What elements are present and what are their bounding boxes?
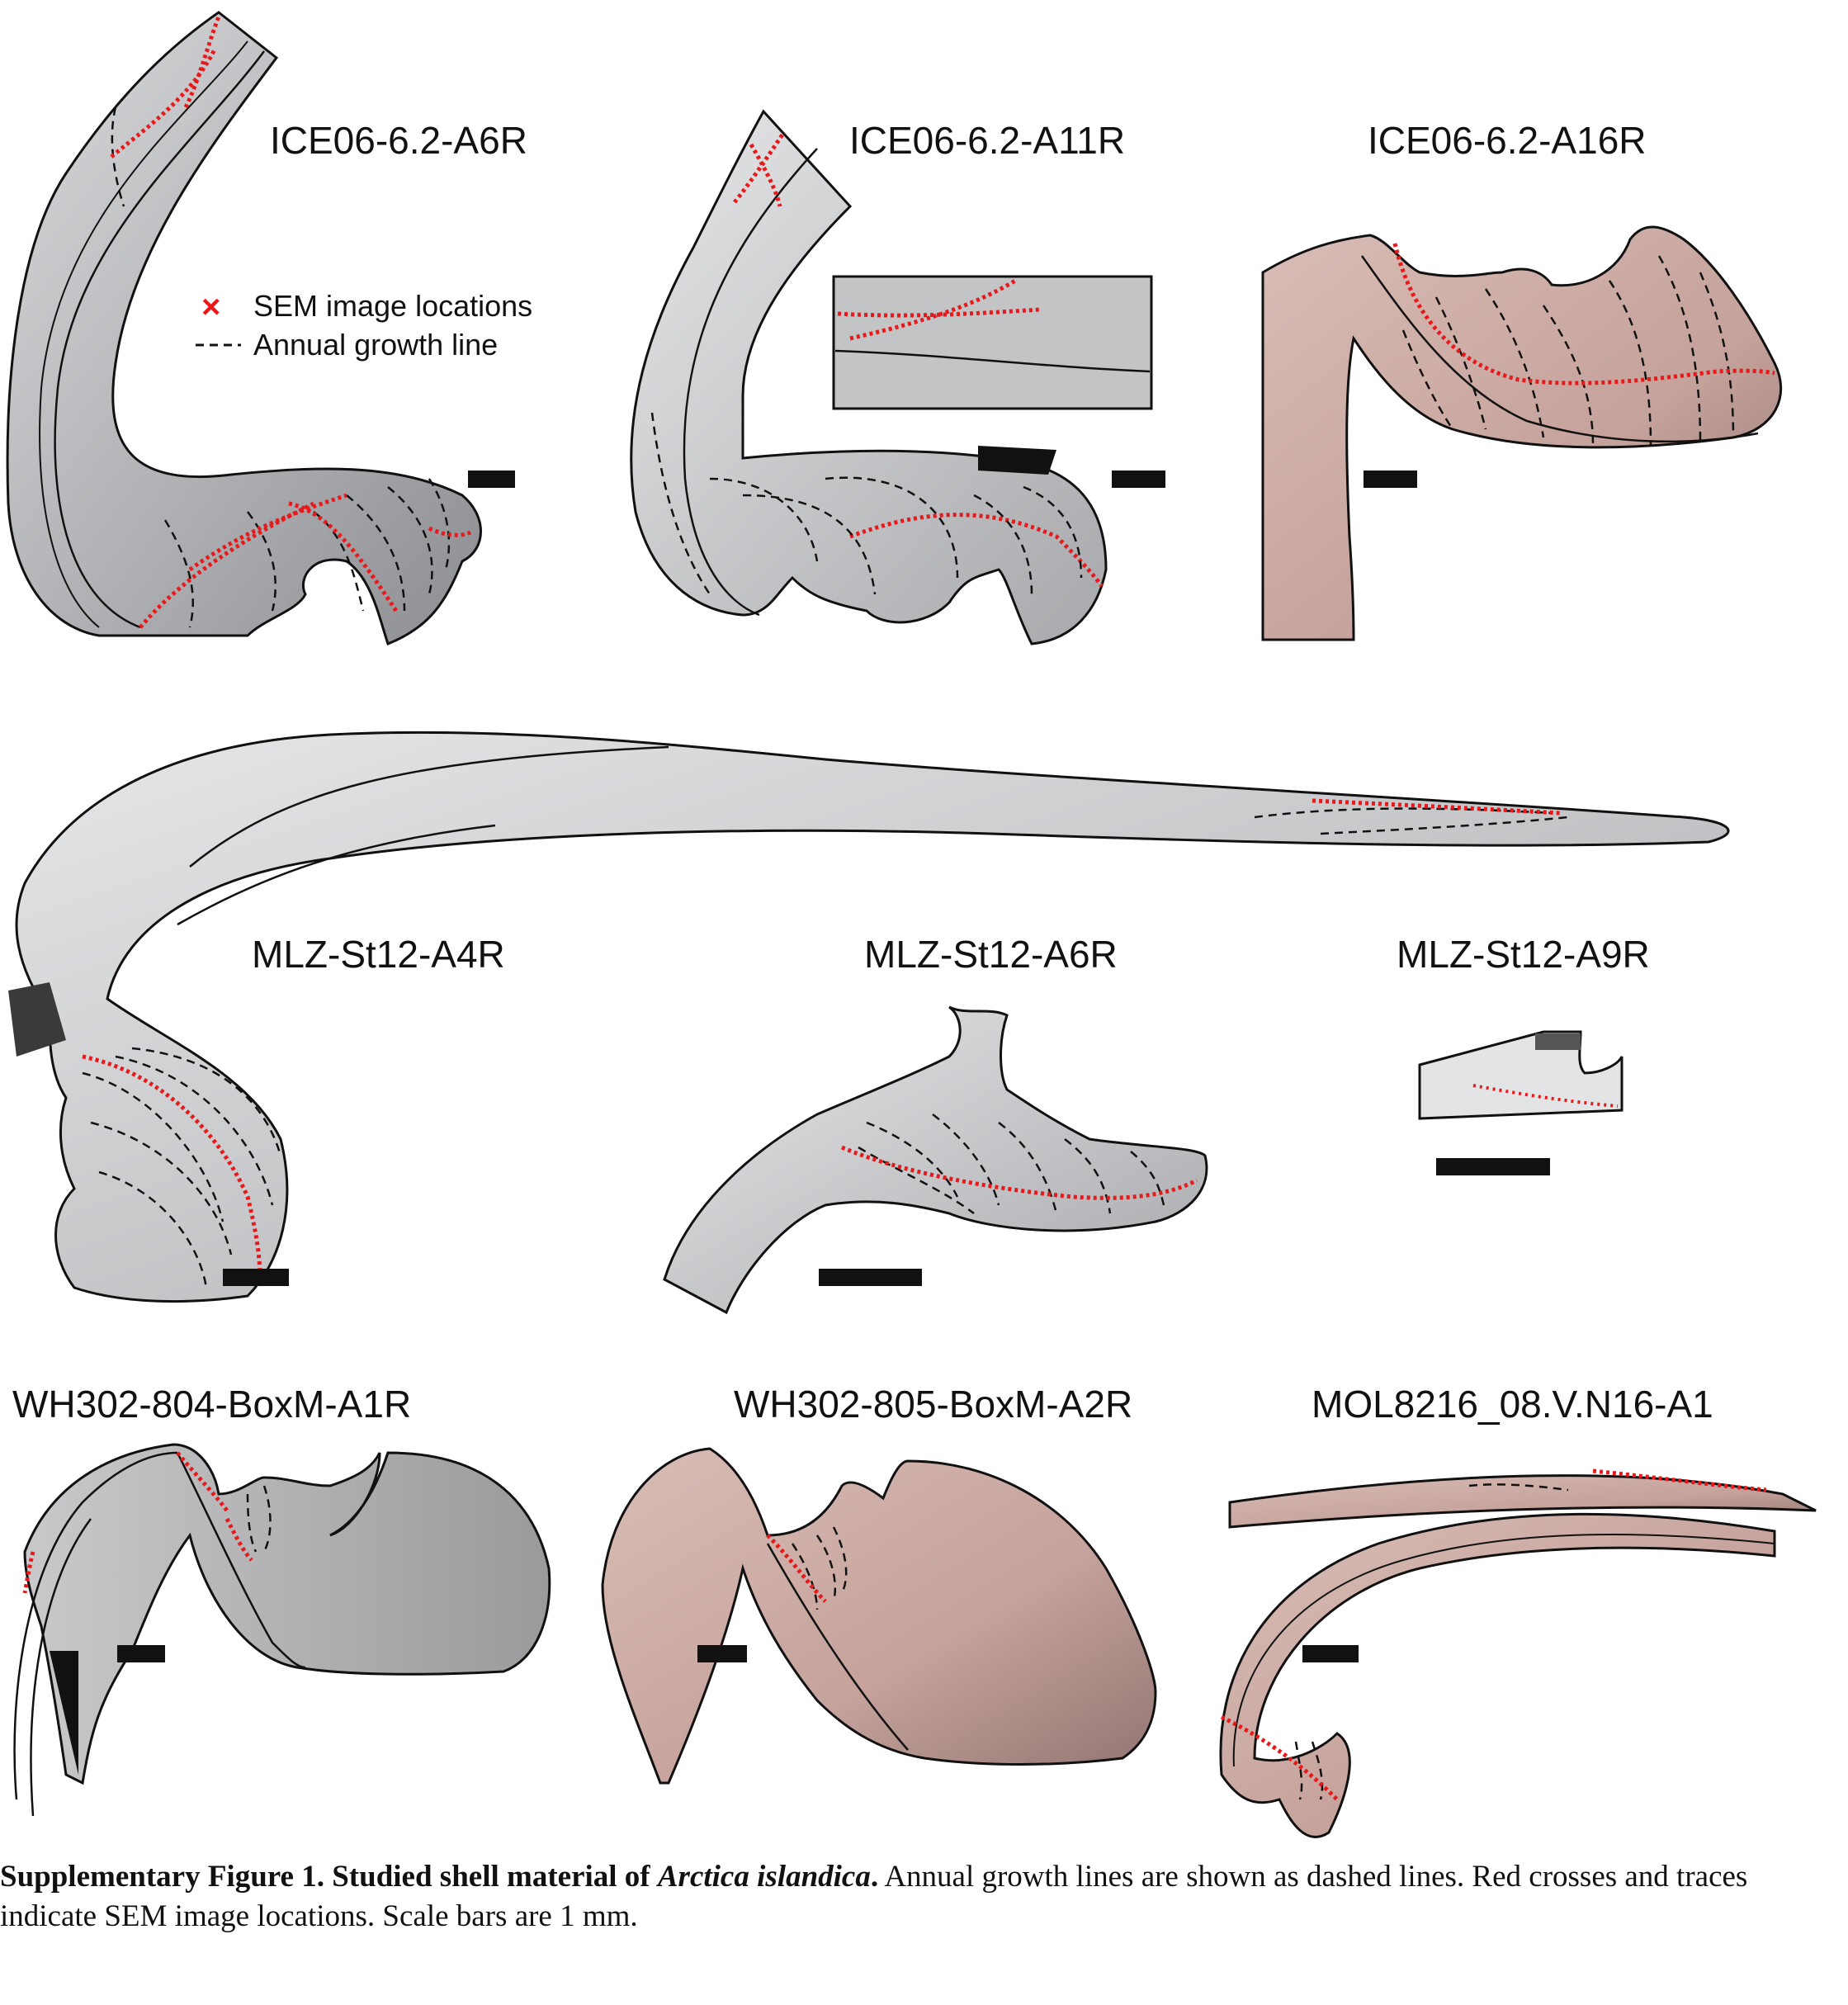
specimen-wh-805 xyxy=(601,1447,1157,1785)
caption-body: Annual growth lines are shown as dashed … xyxy=(0,1860,1748,1933)
shell-outline xyxy=(15,731,1730,1303)
shell-outline xyxy=(1228,1474,1817,1529)
shell-outline xyxy=(601,1447,1157,1785)
specimen-mlz-a4r xyxy=(8,731,1730,1303)
specimen-mlz-a6r xyxy=(663,1005,1208,1315)
specimen-label-mlz-a4r: MLZ-St12-A4R xyxy=(252,933,505,976)
shell-outline xyxy=(1418,1030,1623,1120)
scale-bar xyxy=(1436,1158,1550,1175)
specimen-mol xyxy=(1219,1468,1817,1838)
specimen-label-ice-a11r: ICE06-6.2-A11R xyxy=(849,119,1126,162)
scale-bar xyxy=(819,1269,922,1286)
scale-bar xyxy=(1364,471,1417,488)
legend-growth-label: Annual growth line xyxy=(253,328,499,362)
scale-bar xyxy=(117,1645,165,1662)
specimen-label-wh-804: WH302-804-BoxM-A1R xyxy=(12,1383,412,1426)
shell-outline xyxy=(23,1443,551,1785)
shell-outline xyxy=(1261,225,1783,641)
specimen-ice-a11r xyxy=(630,109,1153,645)
figure-caption: Supplementary Figure 1. Studied shell ma… xyxy=(0,1857,1816,1936)
specimen-label-ice-a16r: ICE06-6.2-A16R xyxy=(1368,119,1647,162)
scale-bar xyxy=(1112,471,1165,488)
scale-bar xyxy=(223,1269,289,1286)
legend-sem-label: SEM image locations xyxy=(253,289,533,323)
specimen-label-mlz-a9r: MLZ-St12-A9R xyxy=(1397,933,1650,976)
specimen-label-mlz-a6r: MLZ-St12-A6R xyxy=(864,933,1118,976)
caption-species: Arctica islandica xyxy=(657,1860,871,1894)
shell-outline xyxy=(663,1005,1208,1315)
scale-bar xyxy=(697,1645,747,1662)
specimen-label-ice-a6r: ICE06-6.2-A6R xyxy=(270,119,527,162)
scale-bar xyxy=(468,471,515,488)
specimen-label-wh-805: WH302-805-BoxM-A2R xyxy=(734,1383,1133,1426)
specimen-ice-a16r xyxy=(1261,225,1783,641)
specimen-label-mol: MOL8216_08.V.N16-A1 xyxy=(1312,1383,1713,1426)
caption-lead: Supplementary Figure 1. Studied shell ma… xyxy=(0,1860,879,1894)
shell-outline xyxy=(630,109,1108,645)
scale-bars xyxy=(117,471,1550,1662)
specimen-ice-a6r xyxy=(6,11,482,645)
inset xyxy=(832,275,1153,410)
sem-marker-icon: × xyxy=(201,289,221,325)
specimen-mlz-a9r xyxy=(1418,1030,1623,1120)
scale-bar xyxy=(1302,1645,1359,1662)
specimen-wh-804 xyxy=(13,1443,551,1817)
